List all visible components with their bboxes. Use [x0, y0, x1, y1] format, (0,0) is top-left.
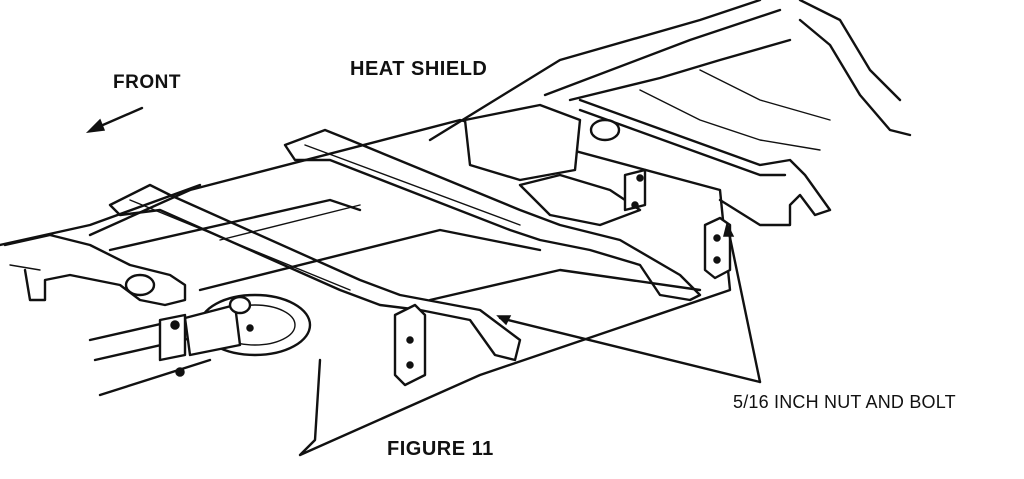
mounting-bracket-front: [393, 303, 427, 387]
exhaust-clamps: [124, 118, 647, 377]
heat-shield-panel: [0, 118, 732, 457]
exhaust-pipe: [88, 293, 312, 397]
front-direction-arrow: [85, 106, 144, 134]
heat-shield-rail-left: [108, 183, 522, 362]
figure-caption: FIGURE 11: [387, 438, 494, 460]
fastener-leader-lines: [496, 221, 762, 384]
fastener-label: 5/16 INCH NUT AND BOLT: [733, 392, 956, 412]
mounting-bracket-rear: [703, 216, 732, 280]
front-crossmember: [3, 233, 187, 307]
heat-shield-rail-right: [283, 128, 702, 302]
rear-crossmember: [578, 98, 832, 227]
rear-exhaust-pipe: [463, 103, 642, 227]
front-label: FRONT: [113, 72, 181, 93]
heat-shield-label: HEAT SHIELD: [350, 58, 488, 80]
floor-pan-outline: [428, 0, 912, 151]
